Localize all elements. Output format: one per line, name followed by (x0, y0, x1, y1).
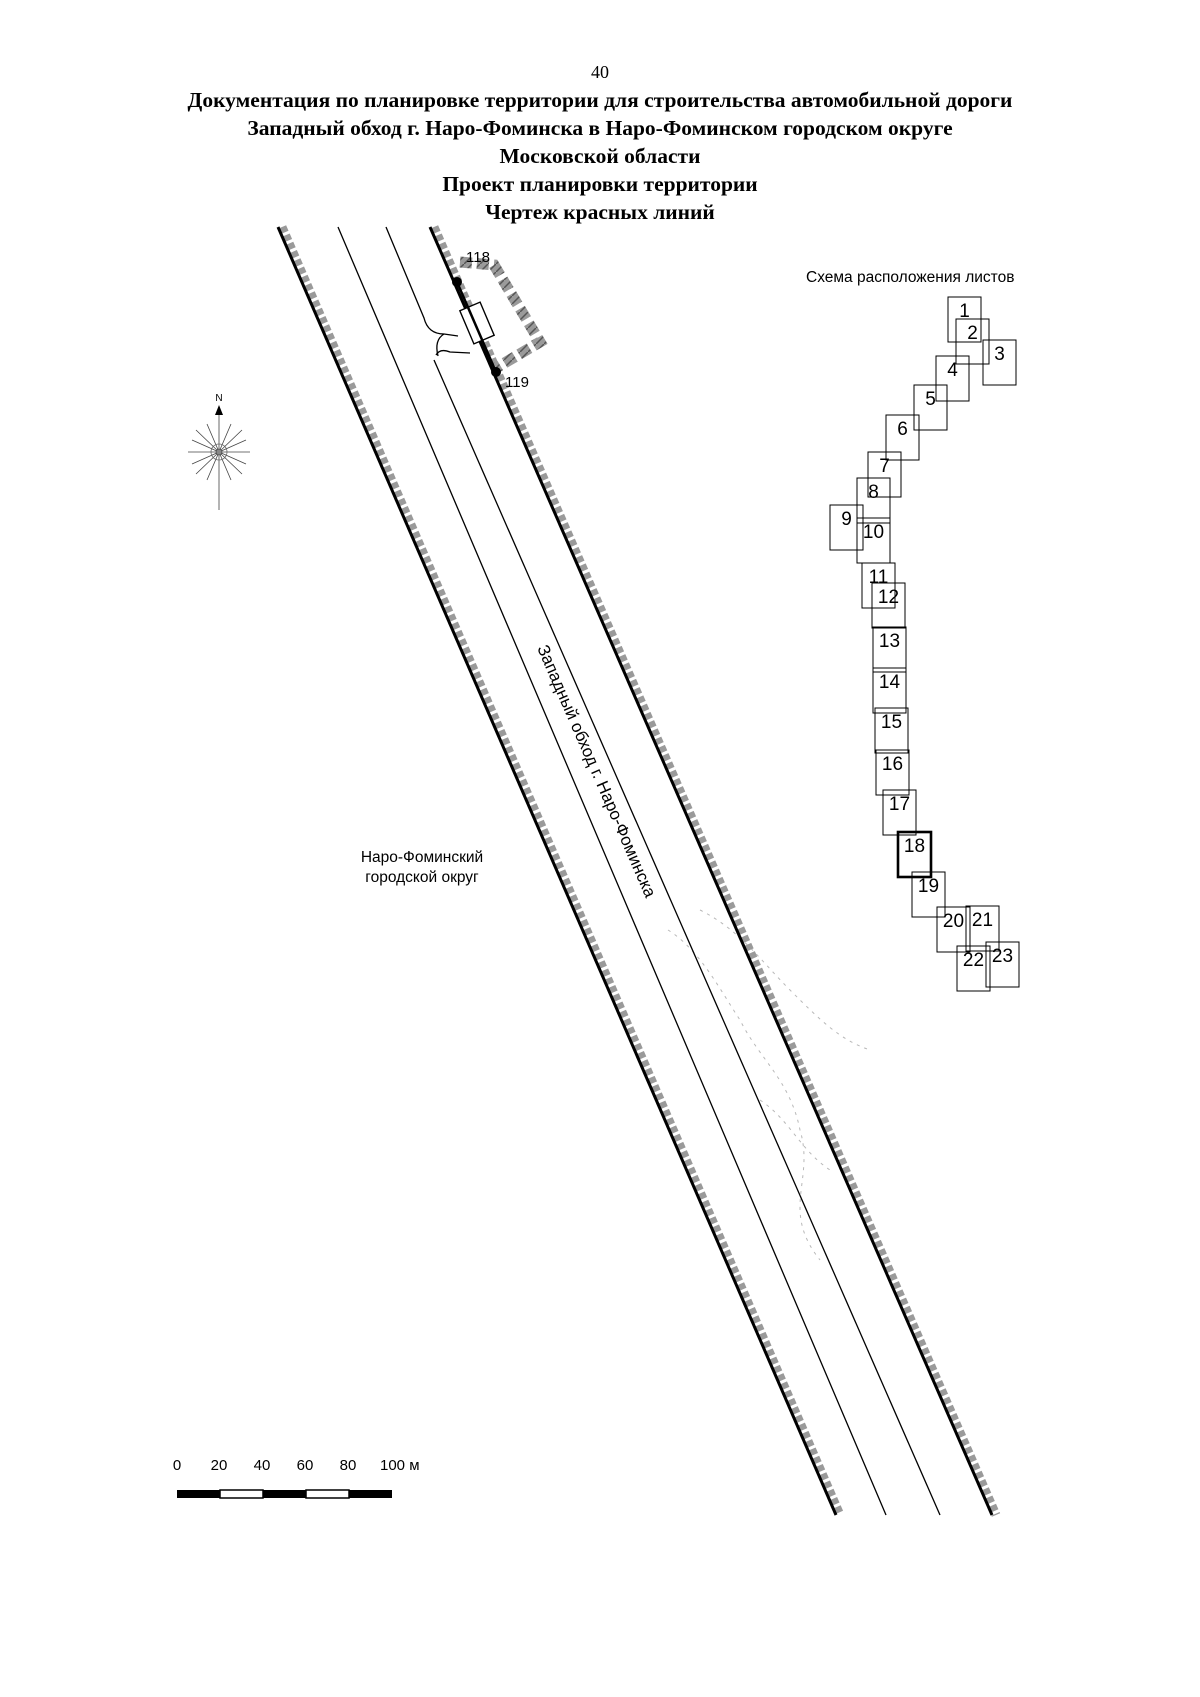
sheet-box-23 (985, 941, 1020, 988)
point-119-label: 119 (505, 374, 529, 391)
sheet-label-6: 6 (897, 419, 908, 440)
parcel-118-119 (452, 256, 548, 377)
sheet-label-23: 23 (992, 946, 1013, 967)
sheet-label-16: 16 (882, 754, 903, 775)
terrain-sketch (667, 909, 871, 1261)
scale-tick-20: 20 (211, 1457, 228, 1474)
sheet-box-14 (872, 667, 907, 714)
sheet-label-19: 19 (918, 876, 939, 897)
sheet-label-8: 8 (868, 482, 879, 503)
district-label-line-2: городской округ (365, 869, 479, 886)
document-header: Документация по планировке территории дл… (0, 86, 1200, 226)
compass-rose-icon (188, 405, 250, 510)
sheet-box-15 (874, 707, 909, 754)
scale-tick-40: 40 (254, 1457, 271, 1474)
scale-tick-100: 100 м (380, 1457, 420, 1474)
sheet-box-22 (956, 945, 991, 992)
district-label-line-1: Наро-Фоминский (361, 849, 483, 866)
point-119-marker (491, 367, 501, 377)
point-118-marker (452, 277, 462, 287)
sheet-box-17 (882, 789, 917, 836)
sheet-box-19 (911, 871, 946, 918)
sheet-box-20 (936, 906, 971, 953)
sheet-box-9 (829, 504, 864, 551)
sheet-label-15: 15 (881, 712, 902, 733)
scale-tick-60: 60 (297, 1457, 314, 1474)
sheet-label-9: 9 (841, 509, 852, 530)
sheet-label-12: 12 (878, 587, 899, 608)
sheet-box-18 (896, 830, 933, 879)
sheet-box-7 (867, 451, 902, 498)
page-number: 40 (591, 62, 609, 82)
scale-tick-0: 0 (173, 1457, 181, 1474)
sheet-label-4: 4 (947, 360, 958, 381)
sheet-box-11 (861, 562, 896, 609)
sheet-label-18: 18 (904, 836, 925, 857)
sheet-label-3: 3 (994, 344, 1005, 365)
header-line-5: Чертеж красных линий (485, 200, 715, 224)
sheet-box-8 (856, 477, 891, 524)
sheet-label-22: 22 (963, 950, 984, 971)
sheet-box-4 (935, 355, 970, 402)
sheet-label-7: 7 (879, 456, 890, 477)
sheet-label-13: 13 (879, 631, 900, 652)
compass-north-label: N (215, 393, 222, 404)
sheet-label-1: 1 (959, 301, 970, 322)
sheet-label-2: 2 (967, 323, 978, 344)
sheet-label-14: 14 (879, 672, 901, 693)
sheet-box-3 (982, 339, 1017, 386)
header-line-1: Документация по планировке территории дл… (187, 88, 1013, 112)
sheet-label-20: 20 (943, 911, 964, 932)
road-edges (337, 226, 941, 1516)
sheet-label-5: 5 (925, 389, 936, 410)
sheet-box-2 (955, 318, 990, 365)
point-118-label: 118 (466, 249, 490, 266)
sheet-box-6 (885, 414, 920, 461)
header-line-2: Западный обход г. Наро-Фоминска в Наро-Ф… (247, 116, 953, 140)
red-line-right (428, 225, 1001, 1517)
red-line-left (276, 225, 845, 1517)
header-line-4: Проект планировки территории (442, 172, 758, 196)
scale-tick-80: 80 (340, 1457, 357, 1474)
sheet-box-21 (965, 905, 1000, 952)
scale-bar: 0 20 40 60 80 100 м (173, 1457, 420, 1499)
sheet-label-21: 21 (972, 910, 993, 931)
sheet-box-16 (875, 749, 910, 796)
sheet-box-5 (913, 384, 948, 431)
sheet-box-13 (872, 626, 907, 673)
sheet-label-17: 17 (889, 794, 910, 815)
sheet-label-10: 10 (863, 522, 884, 543)
sheet-box-12 (871, 582, 906, 629)
sheet-index-title: Схема расположения листов (806, 269, 1014, 286)
header-line-3: Московской области (499, 144, 701, 168)
